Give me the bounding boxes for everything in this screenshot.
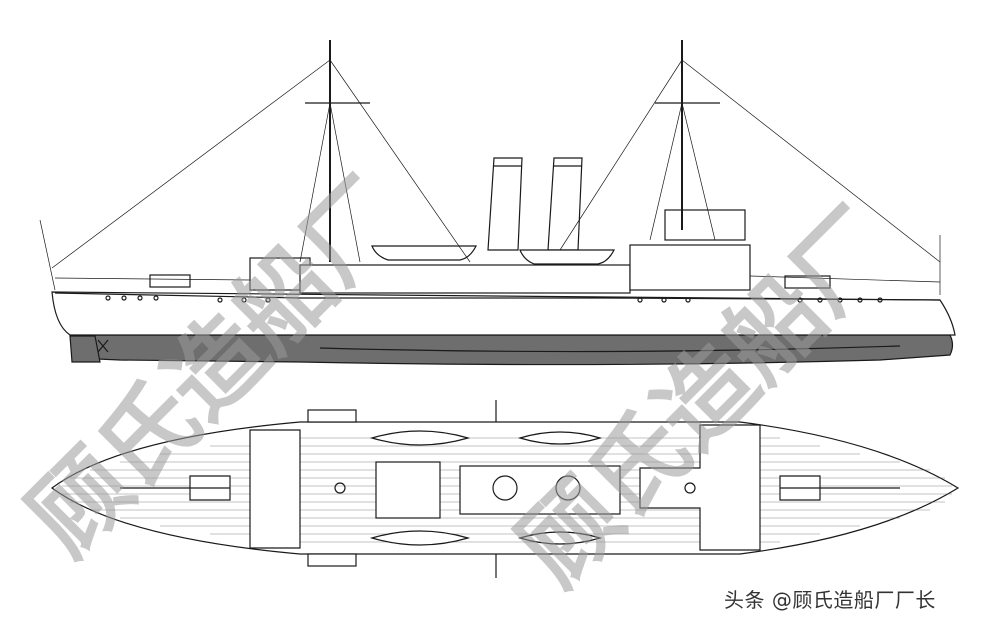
upper-hull: [51, 291, 956, 336]
deck-plan: [50, 400, 960, 578]
boot-topping: [319, 345, 901, 353]
railing: [54, 275, 941, 283]
sponson-stbd-aft: [307, 553, 357, 567]
sheer-line: [54, 292, 941, 301]
main-mast-top: [334, 482, 346, 494]
funnel-top-aft: [492, 475, 518, 501]
fore-mast-top: [684, 482, 696, 494]
funnel-aft: [487, 157, 523, 251]
fwd-deck-structure: [639, 424, 761, 551]
plan-boat-4: [517, 531, 603, 545]
fwd-gun: [784, 275, 831, 289]
boat-aft: [371, 245, 477, 261]
lower-hull: [69, 334, 954, 366]
engine-hatch-aft: [375, 461, 441, 519]
aft-gun-plan: [120, 475, 231, 501]
funnel-top-fwd: [555, 475, 581, 501]
rudder: [69, 335, 101, 363]
propeller: [97, 339, 109, 353]
plan-boat-1: [369, 430, 471, 446]
source-credit: 头条 @顾氏造船厂厂长: [724, 588, 936, 612]
fwd-gun-plan: [779, 475, 900, 501]
bridge: [664, 209, 746, 241]
aft-deck-structure: [249, 429, 301, 549]
fwd-deckhouse: [629, 244, 751, 291]
side-profile: [39, 40, 956, 366]
aft-gun: [149, 274, 191, 288]
midship-superstructure: [299, 264, 631, 294]
plan-boat-2: [369, 530, 471, 546]
portholes: [105, 295, 883, 303]
rigging: [39, 59, 941, 295]
funnel-fwd: [547, 157, 583, 251]
boat-fwd: [519, 249, 615, 265]
sponson-port-aft: [307, 409, 357, 423]
engine-hatch-fwd: [459, 465, 621, 515]
plan-boat-3: [517, 431, 603, 445]
